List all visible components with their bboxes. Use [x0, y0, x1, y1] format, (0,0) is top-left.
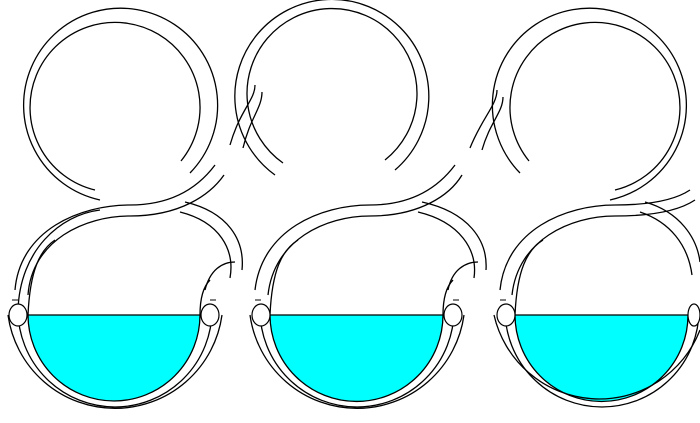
liquid-fill-2 — [270, 315, 443, 401]
connector-middle — [255, 165, 462, 295]
valve-2a — [252, 304, 270, 326]
top-loop-3 — [470, 8, 686, 200]
bottom-bowl-2 — [252, 240, 462, 407]
connector-right — [500, 190, 695, 295]
top-loop-2 — [230, 0, 429, 175]
connector-left — [15, 165, 224, 295]
valve-3b — [688, 304, 700, 326]
top-loop-1 — [24, 8, 218, 200]
liquid-fill-1 — [28, 315, 200, 401]
valve-2b — [444, 304, 462, 326]
valve-1b — [201, 304, 219, 326]
bottom-bowl-1 — [9, 210, 219, 407]
valve-1a — [9, 304, 27, 326]
liquid-fill-3 — [515, 315, 688, 402]
bottom-bowl-3 — [497, 240, 700, 407]
valve-3a — [497, 304, 515, 326]
